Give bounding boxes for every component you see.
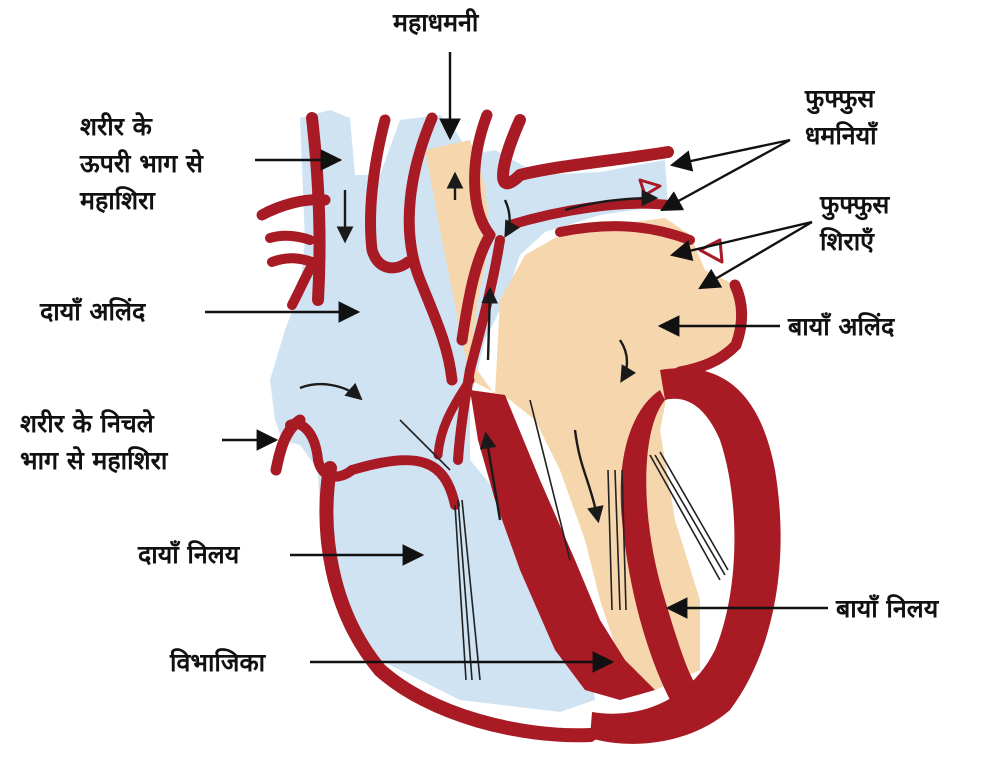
label-left-atrium: बायाँ अलिंद [788,312,895,341]
left-ventricle-wall [590,368,781,744]
pulmonary-vein-pointer-1 [669,220,813,262]
label-inferior-vena-cava: शरीर के निचले भाग से महाशिरा [20,409,168,475]
septum-muscle [470,390,655,700]
label-pulmonary-arteries: फुफ्फुस धमनियाँ [805,84,877,150]
label-septum: विभाजिका [170,648,266,677]
label-right-ventricle: दायाँ निलय [138,540,240,569]
label-pointer-arrows [205,52,828,673]
blood-flow-arrows [299,171,659,524]
label-aorta: महाधमनी [393,8,479,37]
label-left-ventricle: बायाँ निलय [836,594,939,623]
label-superior-vena-cava: शरीर के ऊपरी भाग से महाशिरा [80,112,203,215]
pulmonary-vein-pointer-2 [698,220,813,290]
label-right-atrium: दायाँ अलिंद [40,297,146,326]
chordae-tendineae [399,399,729,681]
left-heart-blood [425,140,745,690]
pulmonary-artery-pointer-2 [660,138,791,212]
right-heart-blood [270,110,668,712]
pulmonary-artery-pointer-1 [669,138,791,172]
left-ventricle-inner-wall [620,390,700,700]
label-pulmonary-veins: फुफ्फुस शिराएँ [820,190,890,256]
